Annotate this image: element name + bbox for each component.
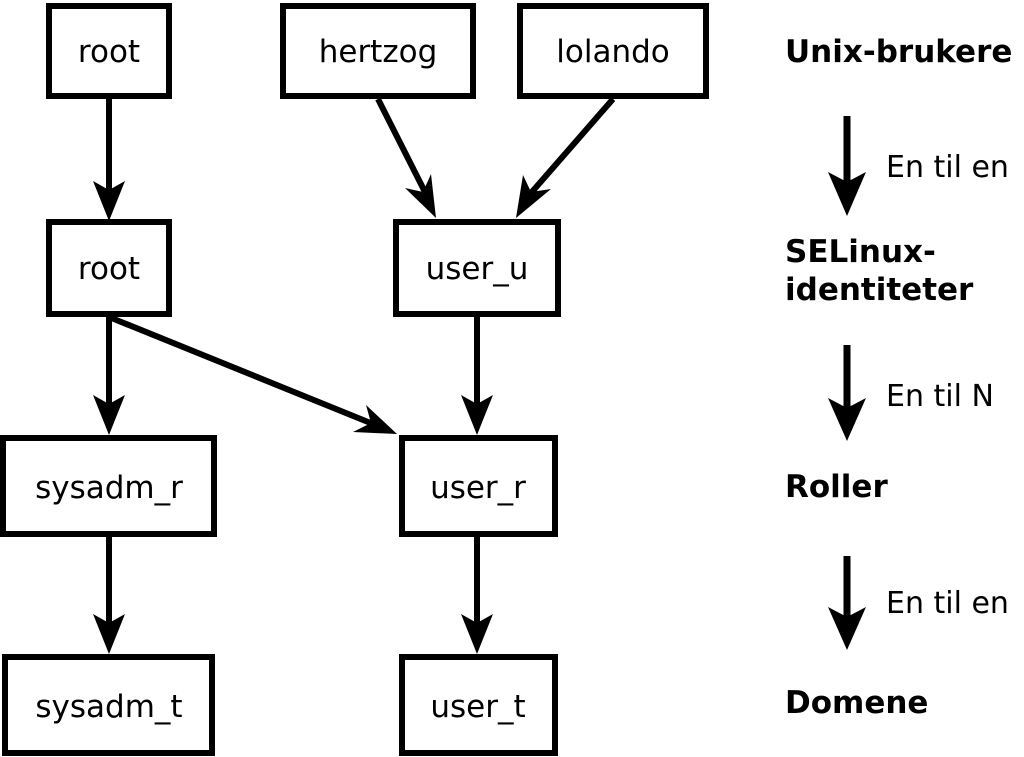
edge-sysadm-r-to-sysadm-t	[93, 537, 125, 654]
node-selinux-root[interactable]: root	[46, 219, 172, 317]
edge-sel-root-to-user-r	[107, 314, 397, 434]
node-label: hertzog	[319, 34, 438, 70]
edge-hertzog-to-user-u	[375, 97, 436, 218]
node-label: sysadm_r	[35, 470, 183, 506]
legend-tier-domene: Domene	[785, 685, 928, 721]
arrow-head-icon	[461, 614, 493, 654]
arrow-head-icon	[353, 405, 397, 434]
legend-relation-label-3: En til en	[886, 586, 1009, 621]
edge-unix-root-to-sel-root	[93, 99, 125, 221]
node-label: root	[78, 34, 140, 70]
node-unix-hertzog[interactable]: hertzog	[280, 3, 476, 99]
node-label: user_u	[426, 251, 529, 287]
node-role-user-r[interactable]: user_r	[399, 435, 558, 537]
arrow-head-icon	[93, 614, 125, 654]
legend-arrow-3	[828, 556, 866, 650]
node-unix-lolando[interactable]: lolando	[517, 3, 709, 99]
node-selinux-user-u[interactable]: user_u	[393, 219, 561, 317]
legend-tier-selinux-identiteter-line2: identiteter	[785, 272, 974, 308]
arrow-head-icon	[828, 172, 866, 216]
legend-relation-label-1: En til en	[886, 150, 1009, 185]
node-label: user_r	[430, 470, 526, 506]
node-unix-root[interactable]: root	[46, 3, 172, 99]
legend-relation-label-2: En til N	[886, 379, 994, 414]
edge-user-u-to-user-r	[461, 317, 493, 435]
legend-arrow-2	[828, 345, 866, 441]
arrow-head-icon	[828, 398, 866, 441]
arrow-head-icon	[828, 607, 866, 650]
arrow-head-icon	[93, 181, 125, 221]
legend-tier-unix-brukere: Unix-brukere	[785, 34, 1012, 70]
node-domain-user-t[interactable]: user_t	[399, 654, 558, 756]
arrow-head-icon	[93, 395, 125, 435]
node-label: sysadm_t	[35, 689, 182, 725]
node-label: root	[78, 251, 140, 287]
node-role-sysadm-r[interactable]: sysadm_r	[0, 435, 217, 537]
node-label: lolando	[556, 34, 669, 70]
arrow-head-icon	[461, 395, 493, 435]
arrow-head-icon	[516, 175, 551, 218]
legend-tier-selinux-identiteter-line1: SELinux-	[785, 234, 936, 270]
legend-tier-roller: Roller	[785, 469, 888, 505]
node-domain-sysadm-t[interactable]: sysadm_t	[2, 654, 215, 756]
node-label: user_t	[430, 689, 525, 725]
legend-arrow-1	[828, 116, 866, 216]
arrow-head-icon	[405, 174, 436, 218]
edge-user-r-to-user-t	[461, 537, 493, 654]
edge-sel-root-to-sysadm-r	[93, 317, 125, 435]
edge-lolando-to-user-u	[516, 97, 616, 218]
